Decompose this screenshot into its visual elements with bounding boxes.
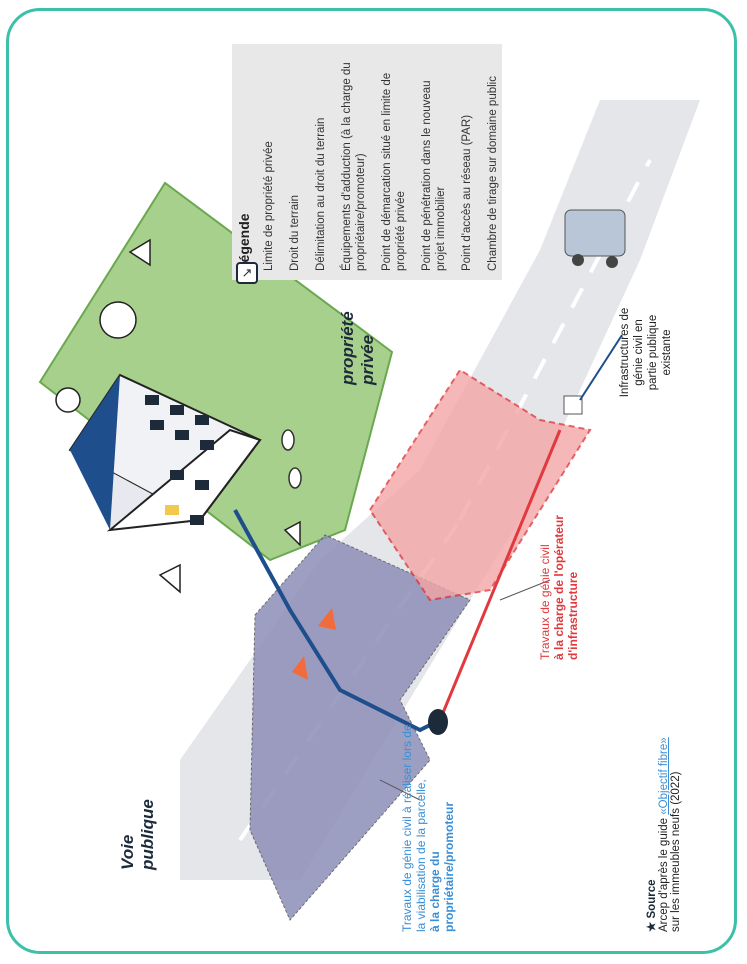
traffic-cone <box>318 608 336 630</box>
operator-works-zone <box>368 368 592 602</box>
travaux-operateur-line2: à la charge de l'opérateur d'infrastruct… <box>552 515 580 660</box>
legend-item-par: Point d'accès au réseau (PAR) <box>461 114 473 271</box>
legend-content: Légende Limite de propriété privée Droit… <box>232 37 504 275</box>
source-title: ★ Source <box>646 879 658 932</box>
legend-item-droit: Droit du terrain <box>289 194 301 271</box>
legend-item-chambre: Chambre de tirage sur domaine public <box>487 76 499 271</box>
legend-item-delimitation: Délimitation au droit du terrain <box>315 117 327 271</box>
par-chamber <box>428 709 448 735</box>
legend-item-demarcation: Point de démarcation situé en limite de … <box>381 72 407 271</box>
leader-line <box>379 779 421 801</box>
pulling-chamber <box>563 395 583 415</box>
legend-item-penetration: Point de pénétration dans le nouveau pro… <box>421 80 447 271</box>
leader-line <box>499 579 551 601</box>
label-infrastructures: Infrastructures de génie civil en partie… <box>619 307 673 398</box>
star-icon: ★ <box>646 921 658 932</box>
label-travaux-proprietaire: Travaux de génie civil à réaliser lors d… <box>400 722 456 932</box>
guide-link[interactable]: «Objectif fibre» <box>658 737 670 815</box>
label-propriete: propriété privée <box>338 311 377 385</box>
building <box>68 373 262 532</box>
owner-cable <box>233 509 441 733</box>
rounded-frame <box>6 8 737 954</box>
private-property <box>38 181 394 562</box>
label-voie: Voie publique <box>118 799 157 870</box>
trees <box>55 238 301 594</box>
legend-title: Légende <box>236 213 252 271</box>
source-block: ★ Source Arcep d'après le guide «Objecti… <box>644 712 682 932</box>
travaux-proprietaire-line1: Travaux de génie civil à réaliser lors d… <box>400 724 428 932</box>
car <box>564 209 626 268</box>
traffic-cone <box>292 656 308 680</box>
people <box>281 429 302 489</box>
north-arrow-icon: ↗ <box>236 262 258 284</box>
legend-item-limite: Limite de propriété privée <box>263 141 275 271</box>
source-line1: Arcep d'après le guide «Objectif fibre» <box>658 737 670 932</box>
label-travaux-operateur: Travaux de génie civil à la charge de l'… <box>538 480 580 660</box>
operator-cable <box>438 429 562 721</box>
travaux-operateur-line1: Travaux de génie civil <box>538 544 552 660</box>
source-line2: sur les immeubles neufs (2022) <box>670 771 682 932</box>
travaux-proprietaire-line2: à la charge du propriétaire/promoteur <box>428 801 456 932</box>
legend-item-equipements: Équipements d'adduction (à la charge du … <box>341 62 367 271</box>
legend-panel <box>232 44 502 280</box>
